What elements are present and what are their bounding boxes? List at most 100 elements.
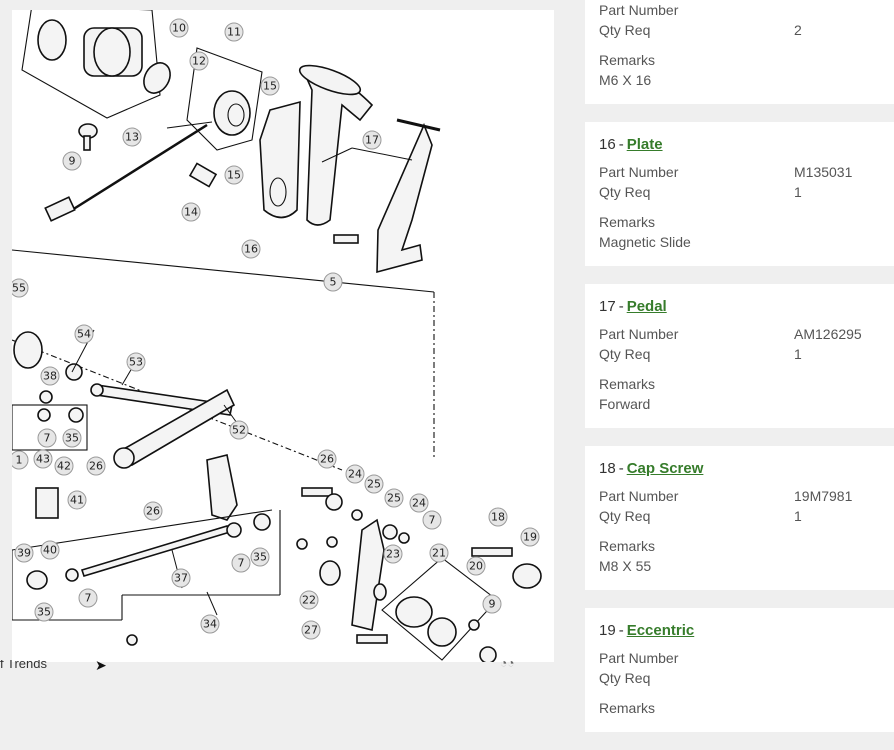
callout-15[interactable]: 15 bbox=[260, 76, 280, 96]
callout-54[interactable]: 54 bbox=[74, 324, 94, 344]
callout-9[interactable]: 9 bbox=[62, 151, 82, 171]
callout-14[interactable]: 14 bbox=[181, 202, 201, 222]
callout-25[interactable]: 25 bbox=[384, 488, 404, 508]
callout-17[interactable]: 17 bbox=[362, 130, 382, 150]
part-card-16: 16-Plate Part Number M135031 Qty Req 1 R… bbox=[585, 122, 894, 266]
callout-16[interactable]: 16 bbox=[241, 239, 261, 259]
callout-26[interactable]: 26 bbox=[143, 501, 163, 521]
callout-18[interactable]: 18 bbox=[488, 507, 508, 527]
callout-23[interactable]: 23 bbox=[383, 544, 403, 564]
qty-value: 2 bbox=[794, 22, 802, 38]
callout-43[interactable]: 43 bbox=[33, 449, 53, 469]
callout-7[interactable]: 7 bbox=[78, 588, 98, 608]
callout-38[interactable]: 38 bbox=[40, 366, 60, 386]
remarks-label: Remarks bbox=[599, 214, 656, 230]
callout-label: 35 bbox=[37, 606, 51, 619]
callout-label: 10 bbox=[172, 22, 186, 35]
part-index: 16 bbox=[599, 136, 616, 153]
part-heading-separator: - bbox=[618, 622, 624, 639]
callout-39[interactable]: 39 bbox=[14, 543, 34, 563]
part-name-link[interactable]: Pedal bbox=[626, 298, 667, 315]
callout-12[interactable]: 12 bbox=[189, 51, 209, 71]
callout-15[interactable]: 15 bbox=[224, 165, 244, 185]
callout-24[interactable]: 24 bbox=[345, 464, 365, 484]
callout-40[interactable]: 40 bbox=[40, 540, 60, 560]
callout-circle bbox=[422, 510, 442, 530]
part-heading-separator: - bbox=[618, 298, 624, 315]
callout-label: 19 bbox=[523, 531, 537, 544]
callout-35[interactable]: 35 bbox=[34, 602, 54, 622]
part-number-value: AM126295 bbox=[794, 326, 862, 342]
callout-label: 26 bbox=[146, 505, 160, 518]
part-number-row: Part Number 19M7981 bbox=[599, 486, 880, 506]
callout-5[interactable]: 5 bbox=[323, 272, 343, 292]
callout-41[interactable]: 41 bbox=[67, 490, 87, 510]
callout-label: 18 bbox=[491, 511, 505, 524]
callout-52[interactable]: 52 bbox=[229, 420, 249, 440]
qty-value: 1 bbox=[794, 184, 802, 200]
callout-26[interactable]: 26 bbox=[317, 449, 337, 469]
callout-24[interactable]: 24 bbox=[409, 493, 429, 513]
callout-circle bbox=[384, 488, 404, 508]
callout-19[interactable]: 19 bbox=[520, 527, 540, 547]
callout-label: 7 bbox=[429, 514, 436, 527]
qty-row: Qty Req 1 bbox=[599, 344, 880, 364]
part-name-link[interactable]: Eccentric bbox=[626, 622, 695, 639]
callout-37[interactable]: 37 bbox=[171, 568, 191, 588]
qty-row: Qty Req 1 bbox=[599, 506, 880, 526]
callout-circle bbox=[40, 366, 60, 386]
part-heading: 18-Cap Screw bbox=[599, 460, 880, 478]
callout-1[interactable]: 1 bbox=[12, 450, 29, 470]
callout-35[interactable]: 35 bbox=[250, 547, 270, 567]
callout-label: 1 bbox=[16, 454, 23, 467]
callout-21[interactable]: 21 bbox=[429, 543, 449, 563]
callout-circle bbox=[317, 449, 337, 469]
callout-label: 24 bbox=[412, 497, 426, 510]
qty-value: 1 bbox=[794, 508, 802, 524]
part-heading-separator: - bbox=[618, 136, 624, 153]
qty-label: Qty Req bbox=[599, 184, 651, 200]
zoom-icon[interactable]: ◔◔ bbox=[500, 660, 515, 670]
callout-7[interactable]: 7 bbox=[231, 553, 251, 573]
callout-26[interactable]: 26 bbox=[86, 456, 106, 476]
callout-20[interactable]: 20 bbox=[466, 556, 486, 576]
callout-13[interactable]: 13 bbox=[122, 127, 142, 147]
callout-circle bbox=[40, 540, 60, 560]
callout-9[interactable]: 9 bbox=[482, 594, 502, 614]
part-number-row: Part Number bbox=[599, 648, 880, 668]
callout-7[interactable]: 7 bbox=[422, 510, 442, 530]
part-number-label: Part Number bbox=[599, 488, 679, 504]
callout-34[interactable]: 34 bbox=[200, 614, 220, 634]
callout-22[interactable]: 22 bbox=[299, 590, 319, 610]
callout-11[interactable]: 11 bbox=[224, 22, 244, 42]
remarks-value: Forward bbox=[599, 396, 651, 412]
remarks-label: Remarks bbox=[599, 700, 656, 716]
callout-label: 35 bbox=[65, 432, 79, 445]
part-number-value: 19M7981 bbox=[794, 488, 853, 504]
callout-label: 24 bbox=[348, 468, 362, 481]
callout-7[interactable]: 7 bbox=[37, 428, 57, 448]
part-name-link[interactable]: Cap Screw bbox=[626, 460, 704, 477]
diagram-drawing bbox=[12, 10, 542, 662]
callout-53[interactable]: 53 bbox=[126, 352, 146, 372]
remarks-label: Remarks bbox=[599, 52, 656, 68]
callout-55[interactable]: 55 bbox=[12, 278, 29, 298]
callout-label: 25 bbox=[387, 492, 401, 505]
callout-circle bbox=[224, 22, 244, 42]
callout-circle bbox=[323, 272, 343, 292]
callout-35[interactable]: 35 bbox=[62, 428, 82, 448]
callout-circle bbox=[86, 456, 106, 476]
qty-row: Qty Req 1 bbox=[599, 182, 880, 202]
part-card-15: 15- Part Number Qty Req 2 Remarks M6 X 1… bbox=[585, 0, 894, 104]
callout-42[interactable]: 42 bbox=[54, 456, 74, 476]
callout-27[interactable]: 27 bbox=[301, 620, 321, 640]
callout-25[interactable]: 25 bbox=[364, 474, 384, 494]
cursor-arrow-icon: ➤ bbox=[95, 660, 107, 671]
callout-circle bbox=[14, 543, 34, 563]
callout-10[interactable]: 10 bbox=[169, 18, 189, 38]
callout-label: 21 bbox=[432, 547, 446, 560]
callout-circle bbox=[229, 420, 249, 440]
part-name-link[interactable]: Plate bbox=[626, 136, 663, 153]
